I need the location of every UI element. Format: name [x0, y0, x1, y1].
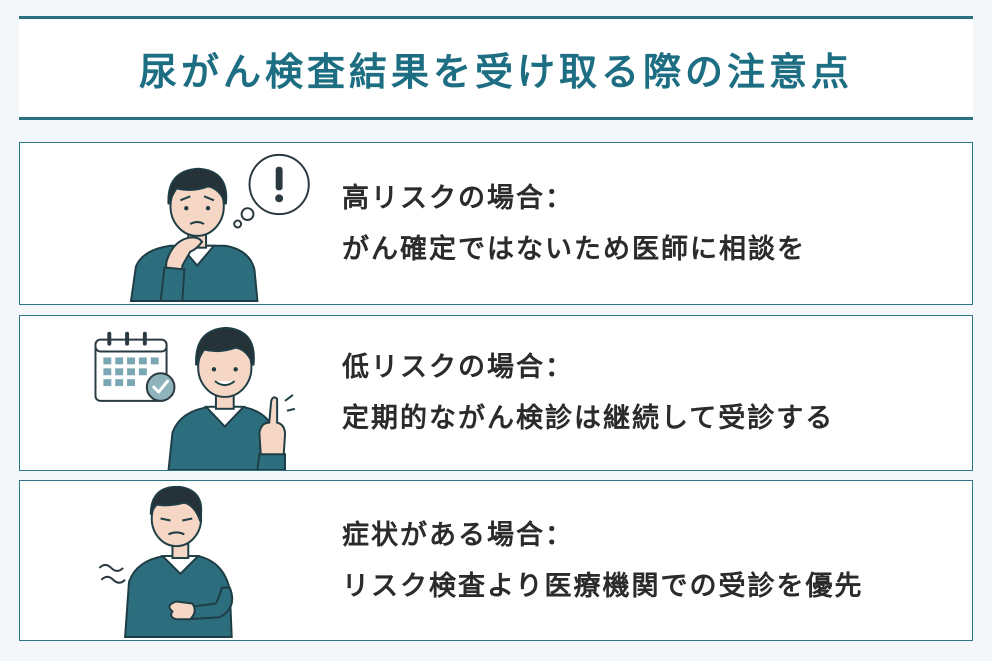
- worried-man-with-exclamation-bubble-icon: [80, 143, 340, 304]
- card-body: リスク検査より医療機関での受診を優先: [342, 570, 864, 602]
- card-with-symptoms: 症状がある場合： リスク検査より医療機関での受診を優先: [19, 480, 973, 641]
- page-title: 尿がん検査結果を受け取る際の注意点: [138, 49, 853, 94]
- card-text: 低リスクの場合： 定期的ながん検診は継続して受診する: [342, 316, 962, 470]
- check-icon: [145, 372, 176, 402]
- calendar-icon: [94, 331, 168, 402]
- man-holding-stomach-in-pain-icon: [80, 481, 340, 640]
- card-heading: 症状がある場合：: [342, 519, 574, 551]
- card-heading: 低リスクの場合：: [342, 352, 574, 383]
- card-high-risk: 高リスクの場合： がん確定ではないため医師に相談を: [19, 142, 973, 305]
- card-body: がん確定ではないため医師に相談を: [342, 233, 806, 265]
- card-text: 症状がある場合： リスク検査より医療機関での受診を優先: [342, 481, 962, 640]
- smiling-man-with-calendar-icon: [80, 316, 340, 470]
- card-body: 定期的ながん検診は継続して受診する: [342, 403, 835, 434]
- card-low-risk: 低リスクの場合： 定期的ながん検診は継続して受診する: [19, 315, 973, 471]
- card-heading: 高リスクの場合：: [342, 182, 574, 214]
- card-text: 高リスクの場合： がん確定ではないため医師に相談を: [342, 143, 962, 304]
- title-banner: 尿がん検査結果を受け取る際の注意点: [19, 16, 973, 120]
